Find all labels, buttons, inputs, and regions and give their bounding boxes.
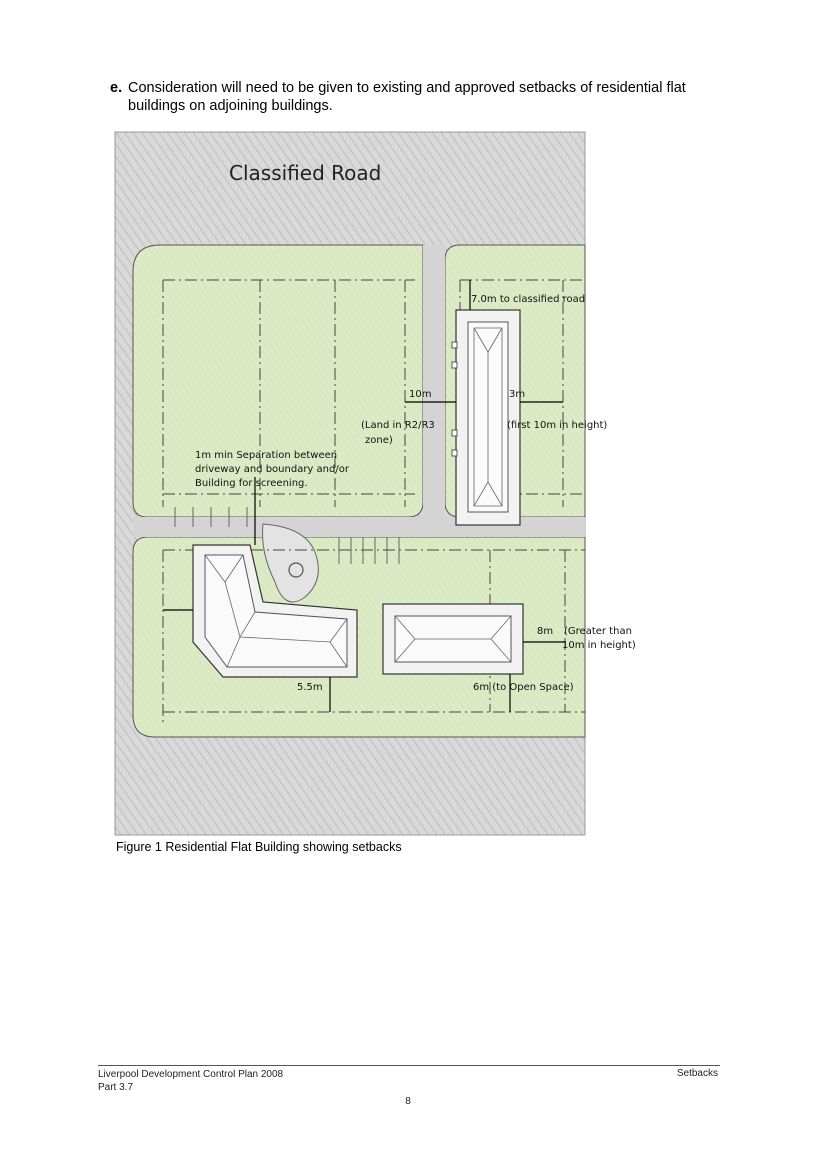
footer-section: Setbacks (676, 1068, 718, 1079)
label-6m-open-space: 6m (to Open Space) (473, 682, 574, 693)
footer-rule (98, 1065, 720, 1066)
label-3m: 3m (509, 389, 525, 400)
side-road (423, 245, 445, 537)
page-number: 8 (405, 1096, 411, 1107)
label-5-5m: 5.5m (297, 682, 323, 693)
label-separation-3: Building for screening. (195, 478, 308, 489)
classified-road-label: Classified Road (229, 161, 381, 185)
building-bottom-right (382, 603, 524, 675)
footer-left: Liverpool Development Control Plan 2008 … (98, 1068, 283, 1094)
bullet-text: Consideration will need to be given to e… (128, 80, 686, 114)
roundabout-circle (288, 562, 304, 578)
label-land-zone-1: (Land in R2/R3 (361, 420, 435, 431)
label-greater-than-2: 10m in height) (562, 640, 636, 651)
site-plan-drawing: Classified Road (114, 131, 636, 836)
label-land-zone-2: zone) (365, 435, 393, 446)
turning-area (262, 523, 319, 603)
label-10m: 10m (409, 389, 431, 400)
figure-caption: Figure 1 Residential Flat Building showi… (116, 840, 402, 854)
label-greater-than-1: (Greater than (564, 626, 632, 637)
bullet-marker: e. (110, 80, 123, 96)
label-first-10m: (first 10m in height) (507, 420, 607, 431)
label-separation-1: 1m min Separation between (195, 450, 337, 461)
setbacks-figure: Classified Road (114, 131, 636, 836)
label-8m: 8m (537, 626, 553, 637)
building-l-shaped (192, 544, 358, 678)
building-top-right (451, 309, 521, 526)
label-classified-road-setback: 7.0m to classified road (471, 294, 585, 305)
top-left-lot (132, 244, 424, 518)
dimension-lines (163, 280, 565, 712)
footer-part: Part 3.7 (98, 1082, 134, 1093)
label-separation-2: driveway and boundary and/or (195, 464, 350, 475)
parking-bays-left (174, 507, 248, 527)
footer-doc-title: Liverpool Development Control Plan 2008 (98, 1069, 284, 1080)
